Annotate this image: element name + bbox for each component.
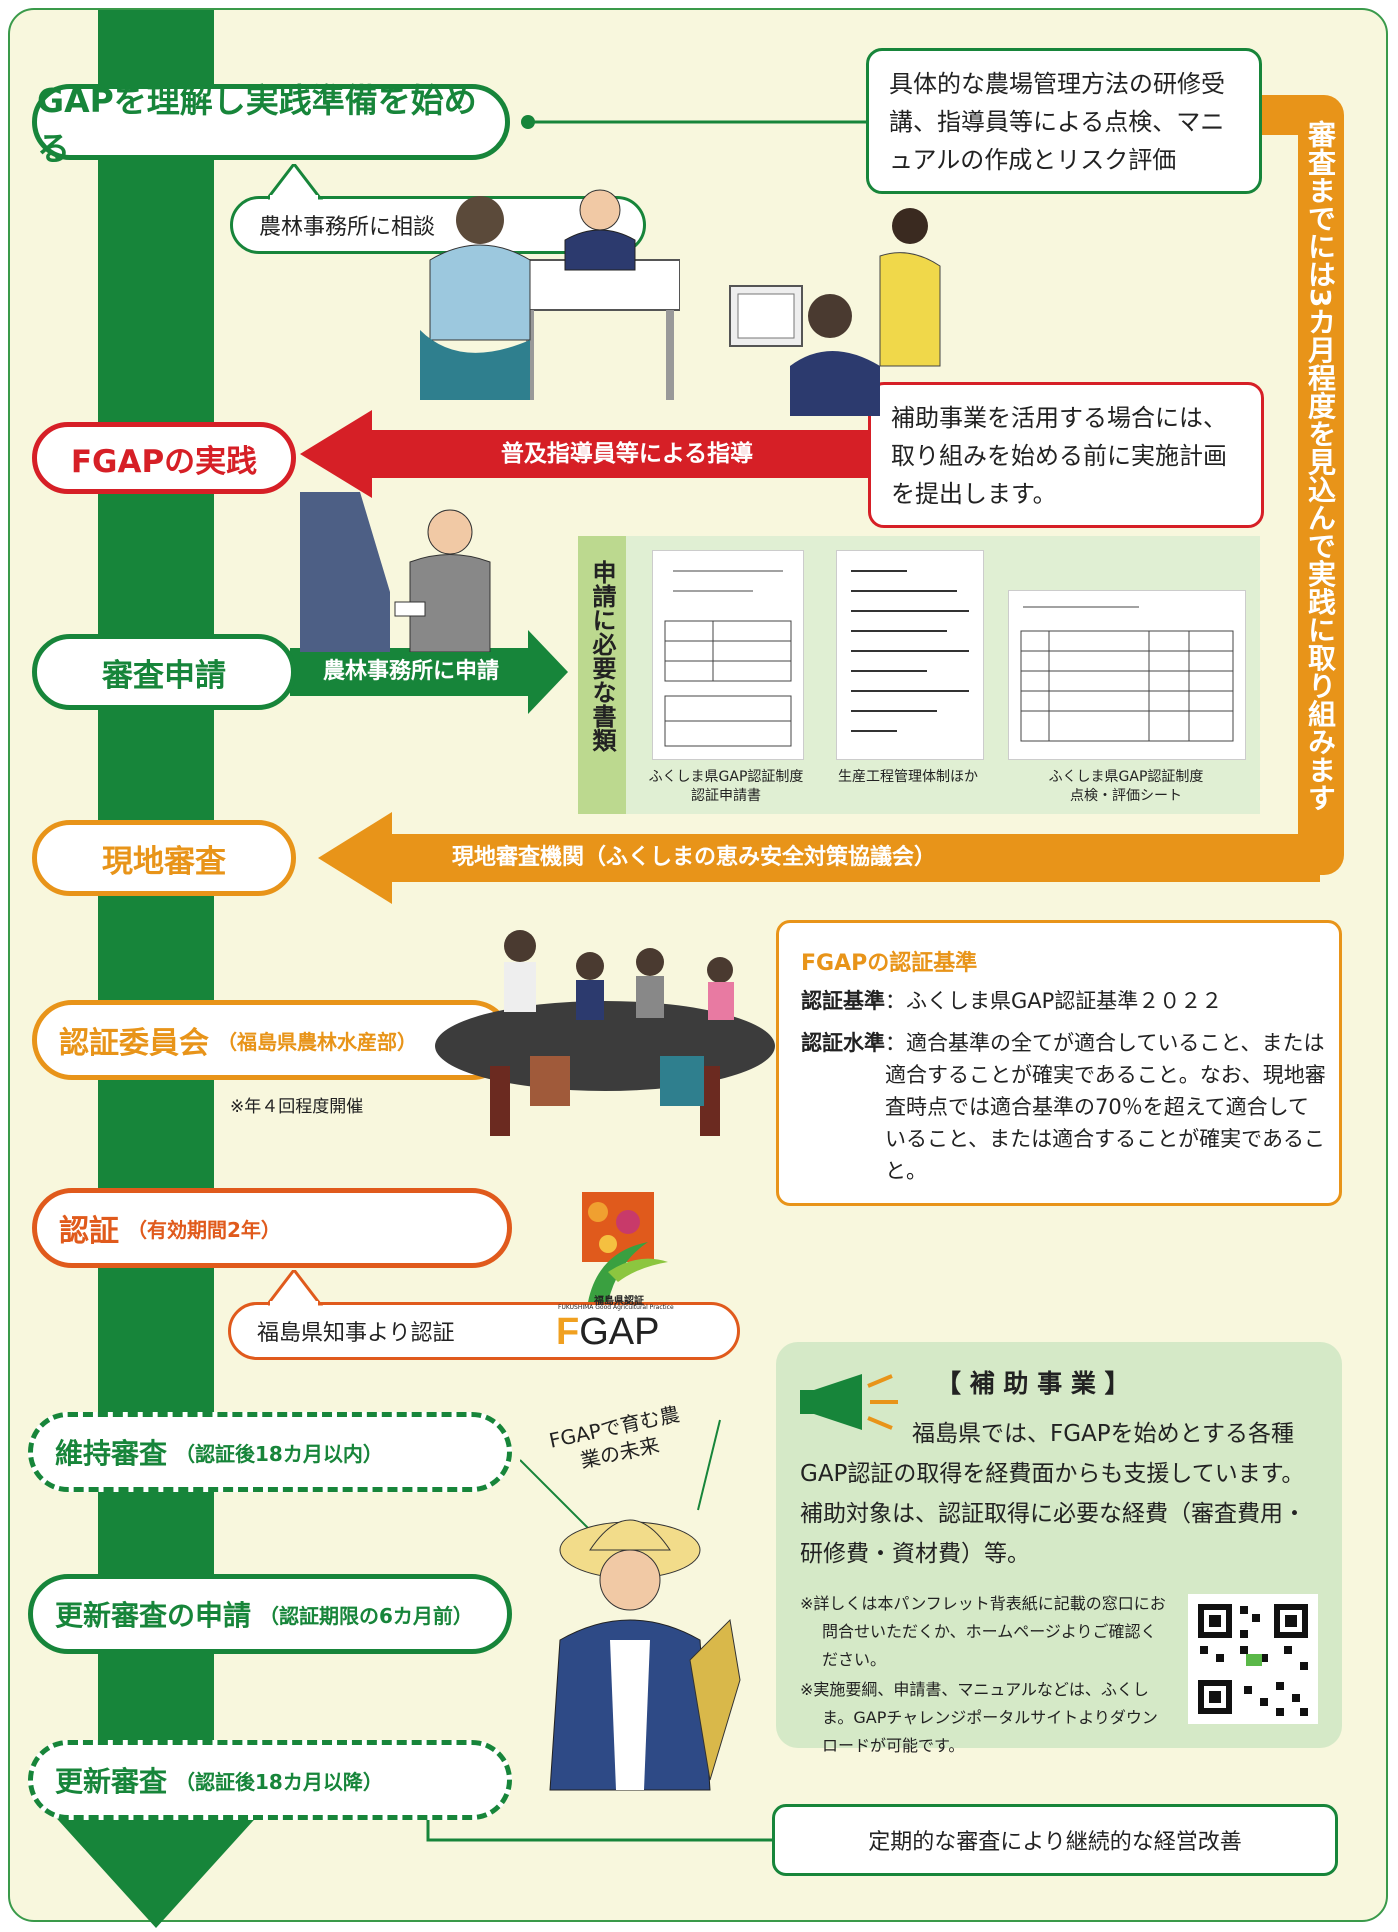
step-renew-sub: （認証後18カ月以降） [175, 1769, 383, 1794]
document-caption-1: ふくしま県GAP認証制度 認証申請書 [636, 768, 816, 806]
subsidy-plan-note: 補助事業を活用する場合には、取り組みを始める前に実施計画を提出します。 [868, 382, 1264, 528]
criteria-standard-label: 認証基準 [801, 989, 885, 1013]
three-months-note: 審査までには3カ月程度を見込んで実践に取り組みます [1304, 120, 1337, 812]
consultation-illustration [420, 189, 680, 400]
committee-note: ※年４回程度開催 [230, 1097, 364, 1117]
documents-label: 申請に必要な書類 [588, 560, 616, 752]
step-certify-sub: （有効期間2年） [127, 1217, 281, 1242]
committee-illustration [435, 930, 775, 1136]
document-caption-3a: ふくしま県GAP認証制度 [1048, 769, 1204, 785]
continuous-note: 定期的な審査により継続的な経営改善 [772, 1804, 1338, 1876]
fgap-logo-tiny: FUKUSHIMA Good Agricultural Practice [558, 1304, 674, 1311]
step-renew-apply-label: 更新審査の申請 [55, 1599, 252, 1632]
step-fgap-practice-label: FGAPの実践 [70, 443, 258, 480]
step-certify: 認証 （有効期間2年） [32, 1188, 512, 1268]
step-renew-label: 更新審査 [55, 1765, 168, 1798]
step-site-audit-label: 現地審査 [102, 843, 226, 880]
subsidy-note-1: ※詳しくは本パンフレット背表紙に記載の窓口にお問合せいただくか、ホームページより… [800, 1594, 1166, 1669]
training-illustration [729, 208, 941, 416]
step-committee: 認証委員会 （福島県農林水産部） [32, 1000, 512, 1080]
step-understand: GAPを理解し実践準備を始める [32, 81, 510, 168]
training-note: 具体的な農場管理方法の研修受講、指導員等による点検、マニュアルの作成とリスク評価 [866, 48, 1262, 194]
fgap-logo-gap: GAP [579, 1311, 660, 1353]
criteria-level-label: 認証水準 [801, 1031, 885, 1055]
fgap-logo-f: F [556, 1311, 580, 1353]
callout-tail [268, 1270, 324, 1306]
document-evaluation-sheet [1008, 590, 1246, 760]
subsidy-body: 福島県では、FGAPを始めとする各種GAP認証の取得を経費面からも支援しています… [800, 1421, 1306, 1567]
subsidy-title: 【 補 助 事 業 】 [936, 1369, 1130, 1398]
step-maintain-sub: （認証後18カ月以内） [175, 1441, 383, 1466]
document-caption-3b: 点検・評価シート [1070, 788, 1182, 804]
site-audit-org-label: 現地審査機関（ふくしまの恵み安全対策協議会） [452, 845, 937, 870]
step-certify-label: 認証 [59, 1214, 119, 1249]
fgap-logo-text: FGAP [556, 1312, 659, 1352]
governor-callout: 福島県知事より認証 [228, 1302, 740, 1360]
document-production-process [836, 550, 984, 760]
step-renew-apply-sub: （認証期限の6カ月前） [259, 1603, 473, 1628]
fgap-logo-small: 福島県認証 [594, 1296, 644, 1307]
criteria-title: FGAPの認証基準 [801, 951, 978, 976]
qr-code-icon[interactable] [1188, 1594, 1318, 1724]
fgap-logo: 福島県認証 FUKUSHIMA Good Agricultural Practi… [538, 1192, 698, 1352]
criteria-box: FGAPの認証基準 認証基準：ふくしま県GAP認証基準２０２２ 認証水準：適合基… [776, 920, 1342, 1206]
step-committee-sub: （福島県農林水産部） [217, 1029, 417, 1054]
subsidy-note-2: ※実施要綱、申請書、マニュアルなどは、ふくしま。GAPチャレンジポータルサイトよ… [800, 1680, 1158, 1755]
step-committee-label: 認証委員会 [59, 1026, 209, 1061]
document-caption-3: ふくしま県GAP認証制度 点検・評価シート [1036, 768, 1216, 806]
step-apply-label: 審査申請 [102, 657, 226, 694]
step-apply: 審査申請 [32, 634, 296, 710]
document-caption-1a: ふくしま県GAP認証制度 [648, 769, 804, 785]
callout-tail [268, 164, 324, 200]
submission-illustration [300, 492, 491, 652]
subsidy-box: 【 補 助 事 業 】 福島県では、FGAPを始めとする各種GAP認証の取得を経… [776, 1342, 1342, 1755]
criteria-level-value: ：適合基準の全てが適合していること、または適合することが確実であること。なお、現… [885, 1031, 1326, 1183]
step-maintain-label: 維持審査 [55, 1437, 168, 1470]
apply-office-label: 農林事務所に申請 [322, 659, 499, 684]
step-understand-label: GAPを理解し実践準備を始める [37, 81, 477, 168]
farmer-illustration [520, 1419, 741, 1791]
step-site-audit: 現地審査 [32, 820, 296, 896]
step-maintain: 維持審査 （認証後18カ月以内） [28, 1412, 512, 1492]
guidance-label: 普及指導員等による指導 [500, 441, 754, 467]
continuous-note-label: 定期的な審査により継続的な経営改善 [868, 1830, 1242, 1855]
document-caption-1b: 認証申請書 [691, 788, 761, 804]
document-caption-2a: 生産工程管理体制ほか [838, 769, 978, 785]
step-renew: 更新審査 （認証後18カ月以降） [28, 1740, 512, 1820]
criteria-standard-value: ：ふくしま県GAP認証基準２０２２ [885, 989, 1223, 1013]
document-caption-2: 生産工程管理体制ほか [818, 768, 998, 787]
fgap-logo-mark [582, 1192, 668, 1302]
criteria-level: 認証水準：適合基準の全てが適合していること、または適合することが確実であること。… [801, 1027, 1327, 1187]
criteria-standard: 認証基準：ふくしま県GAP認証基準２０２２ [801, 985, 1321, 1017]
step-fgap-practice: FGAPの実践 [32, 422, 296, 494]
governor-label: 福島県知事より認証 [257, 1321, 455, 1346]
documents-label-band [578, 536, 626, 814]
document-application-form [652, 550, 804, 760]
consult-label: 農林事務所に相談 [259, 215, 436, 240]
step-renew-apply: 更新審査の申請 （認証期限の6カ月前） [28, 1574, 512, 1654]
megaphone-icon [800, 1374, 898, 1430]
